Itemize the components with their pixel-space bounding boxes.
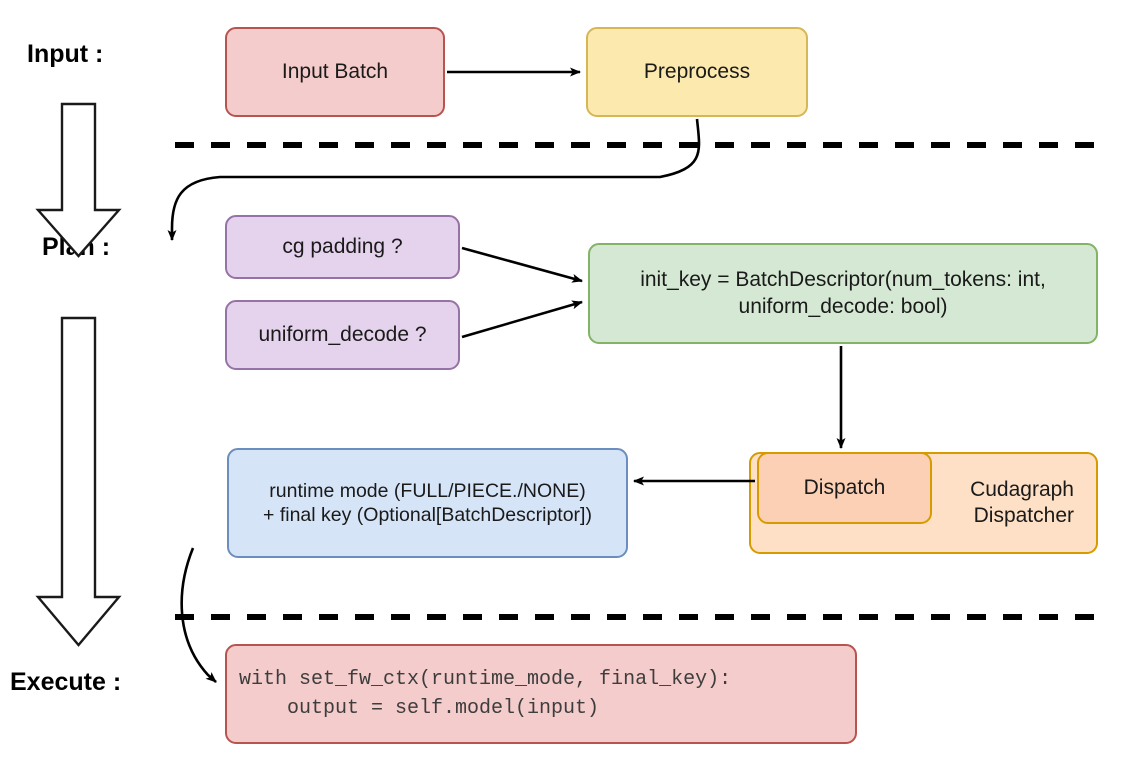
node-cg-padding[interactable]: cg padding ? xyxy=(225,215,460,279)
node-uniform-decode[interactable]: uniform_decode ? xyxy=(225,300,460,370)
node-input-batch[interactable]: Input Batch xyxy=(225,27,445,117)
node-exec-code[interactable]: with set_fw_ctx(runtime_mode, final_key)… xyxy=(225,644,857,744)
node-preprocess-label: Preprocess xyxy=(643,59,751,83)
stage-label-plan: Plan : xyxy=(42,233,111,261)
node-batch-descriptor-line-2: uniform_decode: bool) xyxy=(738,294,948,318)
arrow-cg-padding-to-batch-descriptor xyxy=(461,246,583,283)
stage-label-execute: Execute : xyxy=(10,668,122,696)
node-runtime-mode[interactable]: runtime mode (FULL/PIECE./NONE) + final … xyxy=(227,448,628,558)
node-batch-descriptor-line-1: init_key = BatchDescriptor(num_tokens: i… xyxy=(640,268,1046,292)
node-cudagraph-dispatcher-line-2: Dispatcher xyxy=(973,504,1074,527)
node-cg-padding-label: cg padding ? xyxy=(282,234,403,258)
node-input-batch-label: Input Batch xyxy=(281,59,389,83)
node-batch-descriptor[interactable]: init_key = BatchDescriptor(num_tokens: i… xyxy=(588,243,1098,344)
node-preprocess[interactable]: Preprocess xyxy=(586,27,808,117)
node-uniform-decode-label: uniform_decode ? xyxy=(258,322,427,346)
node-dispatch[interactable]: Dispatch xyxy=(757,452,932,524)
stage-label-input: Input : xyxy=(27,40,104,68)
node-exec-code-line-2: output = self.model(input) xyxy=(239,697,600,720)
node-exec-code-line-1: with set_fw_ctx(runtime_mode, final_key)… xyxy=(239,668,732,691)
node-runtime-mode-line-2: + final key (Optional[BatchDescriptor]) xyxy=(263,504,592,526)
arrow-runtime-mode-to-exec-code xyxy=(180,547,217,683)
node-dispatch-label: Dispatch xyxy=(803,475,886,499)
node-runtime-mode-line-1: runtime mode (FULL/PIECE./NONE) xyxy=(269,479,586,502)
arrow-uniform-decode-to-batch-descriptor xyxy=(461,300,583,339)
node-cudagraph-dispatcher-line-1: Cudagraph xyxy=(970,477,1074,501)
plan-to-execute-block-arrow xyxy=(35,316,122,647)
